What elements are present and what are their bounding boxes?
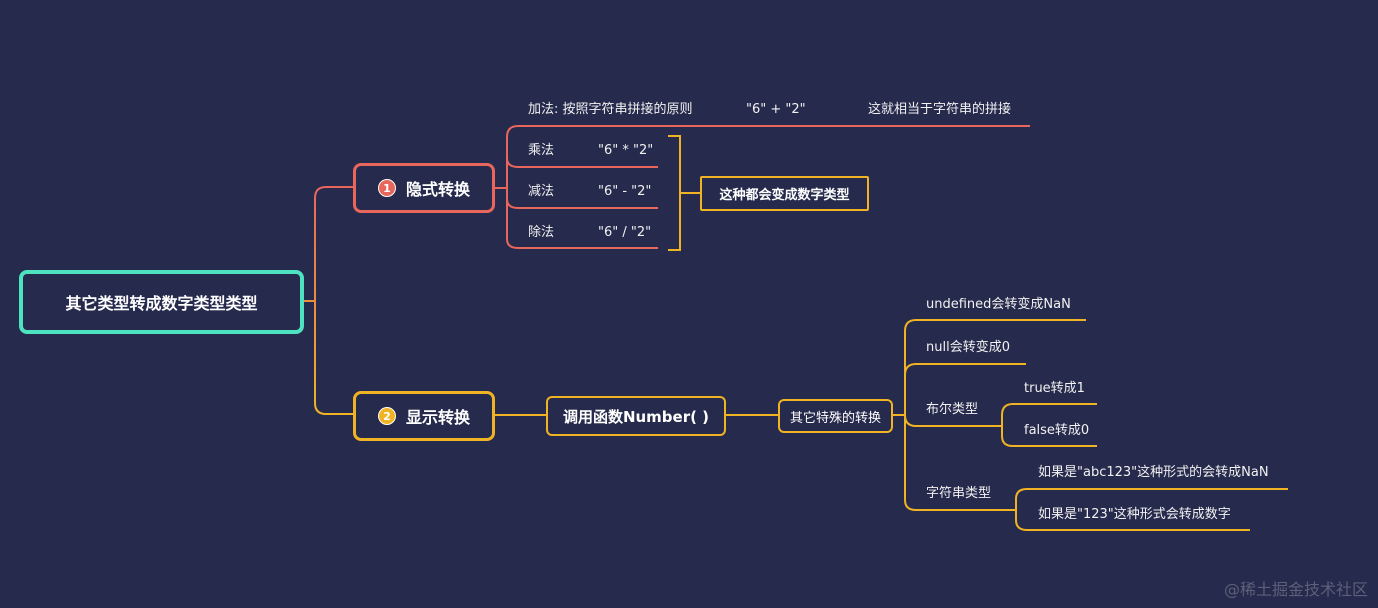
- string-numeric-rule: 如果是"123"这种形式会转成数字: [1038, 507, 1231, 522]
- special-conversion-label: 其它特殊的转换: [789, 410, 881, 426]
- false-rule: false转成0: [1024, 423, 1090, 438]
- special-connector: [893, 319, 1086, 511]
- boolean-label: 布尔类型: [926, 402, 979, 417]
- root-connector: [304, 186, 353, 415]
- explicit-node[interactable]: 2 显示转换: [353, 391, 495, 441]
- subtract-label: 减法: [528, 184, 555, 199]
- implicit-connector: [495, 125, 1030, 249]
- watermark: @稀土掘金技术社区: [1223, 580, 1368, 599]
- addition-label: 加法: 按照字符串拼接的原则: [528, 102, 693, 117]
- divide-example: "6" / "2": [598, 225, 652, 240]
- summary-label: 这种都会变成数字类型: [719, 188, 850, 203]
- multiply-label: 乘法: [528, 143, 555, 158]
- string-mixed-rule: 如果是"abc123"这种形式的会转成NaN: [1038, 465, 1269, 480]
- summary-bracket: [668, 135, 700, 251]
- root-label: 其它类型转成数字类型类型: [65, 294, 258, 313]
- explicit-label: 显示转换: [405, 408, 470, 427]
- undefined-rule: undefined会转变成NaN: [926, 297, 1071, 312]
- string-type-label: 字符串类型: [926, 486, 992, 501]
- special-conversion-node[interactable]: 其它特殊的转换: [778, 399, 893, 433]
- number-two-icon: 2: [377, 407, 396, 425]
- addition-note: 这就相当于字符串的拼接: [868, 102, 1012, 117]
- null-rule: null会转变成0: [926, 340, 1010, 355]
- divide-label: 除法: [528, 225, 555, 240]
- root-node[interactable]: 其它类型转成数字类型类型: [19, 270, 304, 334]
- multiply-example: "6" * "2": [598, 143, 654, 158]
- summary-note[interactable]: 这种都会变成数字类型: [700, 176, 869, 211]
- string-connector: [1015, 488, 1288, 531]
- number-one-icon: 1: [377, 179, 396, 197]
- true-rule: true转成1: [1024, 381, 1085, 396]
- implicit-label: 隐式转换: [405, 180, 470, 199]
- number-function-label: 调用函数Number( ): [562, 407, 710, 426]
- addition-example: "6" + "2": [746, 102, 806, 117]
- number-function-node[interactable]: 调用函数Number( ): [546, 396, 726, 436]
- boolean-connector: [1001, 403, 1097, 447]
- subtract-example: "6" - "2": [598, 184, 652, 199]
- implicit-node[interactable]: 1 隐式转换: [353, 163, 495, 213]
